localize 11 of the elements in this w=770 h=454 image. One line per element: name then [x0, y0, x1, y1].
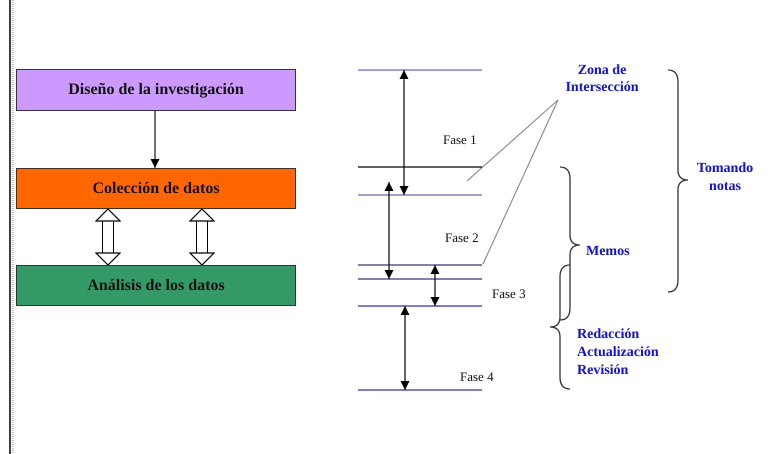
- phase-label: Fase 4: [460, 369, 494, 385]
- process-box: Diseño de la investigación: [16, 69, 296, 111]
- phase-label: Fase 2: [445, 230, 479, 246]
- bracket-label: Tomando notas: [696, 160, 754, 196]
- phase-label: Fase 3: [492, 286, 526, 302]
- process-box: Análisis de los datos: [16, 265, 296, 306]
- bracket-label: Redacción Actualización Revisión: [577, 326, 660, 380]
- bracket-label: Memos: [586, 243, 630, 261]
- callout-text: Zona de Intersección: [552, 61, 652, 97]
- process-box: Colección de datos: [16, 168, 296, 209]
- phase-label: Fase 1: [443, 132, 477, 148]
